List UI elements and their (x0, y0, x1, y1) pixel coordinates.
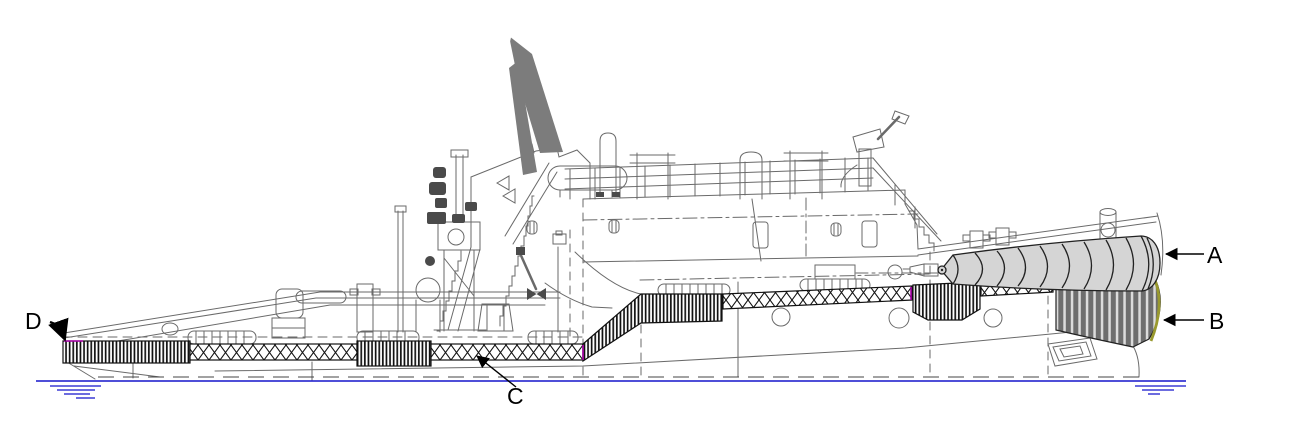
funnel-top-notch (502, 29, 513, 48)
leader-c (476, 355, 517, 388)
casing-top-edge (470, 147, 591, 200)
deckhouse-wall-line (582, 255, 919, 263)
stern-roller (295, 290, 347, 304)
fender-b-yellow-edge (1149, 279, 1161, 342)
h-bitt-lug-right (371, 288, 381, 296)
latch-box-tab (555, 230, 563, 236)
crane-mast (455, 154, 464, 223)
porthole-1 (771, 307, 791, 327)
stern-ripples (50, 385, 101, 399)
funnel-band-lower (509, 61, 537, 175)
dark-fittings (425, 167, 620, 300)
deckhouse-fashion-curve (574, 251, 642, 295)
station-lines-solid (132, 246, 739, 381)
crane-lower-stair (436, 250, 462, 332)
funnel-band-main (509, 36, 563, 153)
roof-frame-1 (629, 152, 676, 200)
hatched-strake-fore-1 (722, 285, 913, 310)
bow-stem-upper (1156, 212, 1164, 276)
roof-frame-2 (783, 150, 829, 200)
capsule-tank (547, 165, 628, 191)
stern-fender-band (62, 340, 191, 364)
window-1 (752, 221, 769, 249)
crane-mast-cap (450, 149, 469, 158)
bow-skylight (1047, 337, 1098, 367)
fender-spindle (902, 263, 939, 277)
window-2 (861, 220, 878, 248)
towing-post (397, 210, 404, 333)
far-bulwark-curve (544, 282, 613, 309)
label-d: D (25, 308, 42, 334)
deckhouse-centerline-upper (582, 213, 919, 221)
front-house-stair (908, 210, 935, 252)
hatched-strake-aft-2 (430, 343, 584, 361)
roof-u-pipe (739, 151, 763, 200)
panama-chock (887, 264, 903, 280)
crane-legs (433, 249, 487, 332)
bowtie-fitting (527, 288, 546, 300)
vent-capstan-body (415, 299, 441, 333)
companionway (477, 303, 514, 332)
towing-post-cap (394, 205, 407, 213)
bow-stem-lower (1132, 345, 1140, 378)
bow-fender-segments (952, 235, 1154, 292)
leader-d (48, 317, 69, 342)
stair-gussets (496, 175, 516, 204)
porthole-2 (888, 307, 910, 329)
label-b: B (1209, 308, 1224, 334)
davit-head (852, 128, 885, 153)
porthole-3 (983, 308, 1003, 328)
bow-fender-outline (940, 235, 1161, 292)
davit-pedestal (858, 148, 872, 187)
deckhouse-seam (751, 198, 762, 262)
foredeck-line (639, 273, 931, 281)
stern-underwater-profile (66, 361, 161, 380)
side-fender-pad-aft (356, 340, 432, 367)
annotation-labels: A B C D (25, 242, 1224, 409)
sheer-step-fender (582, 293, 723, 363)
front-railing-descent (872, 157, 942, 242)
stern-ramp-lines (63, 291, 561, 343)
side-fender-pad-fore (912, 281, 981, 321)
stair-stringer (517, 249, 538, 291)
stern-porthole (161, 322, 179, 336)
davit-tip (891, 110, 910, 125)
annotations (48, 247, 1204, 388)
bow-bollard-pipe (1099, 208, 1117, 243)
crane-pedestal-hole (447, 228, 465, 246)
vent-capstan-top (415, 277, 441, 303)
latch-box (552, 233, 567, 245)
label-a: A (1207, 242, 1223, 268)
hatched-strake-aft-1 (189, 343, 358, 361)
davit-hose (840, 164, 858, 188)
hoop-mast (599, 132, 617, 197)
wall-vents (526, 219, 842, 237)
label-c: C (507, 383, 524, 409)
deck-grating-strips (187, 278, 871, 345)
stair-rails (504, 162, 558, 245)
h-bitt-lug-left (349, 288, 359, 296)
bow-ripples (1135, 385, 1186, 395)
bow-cylindrical-fender (937, 235, 1161, 292)
funnel-stacks (509, 36, 563, 175)
waterline (36, 380, 1186, 399)
main-stair (499, 195, 535, 327)
